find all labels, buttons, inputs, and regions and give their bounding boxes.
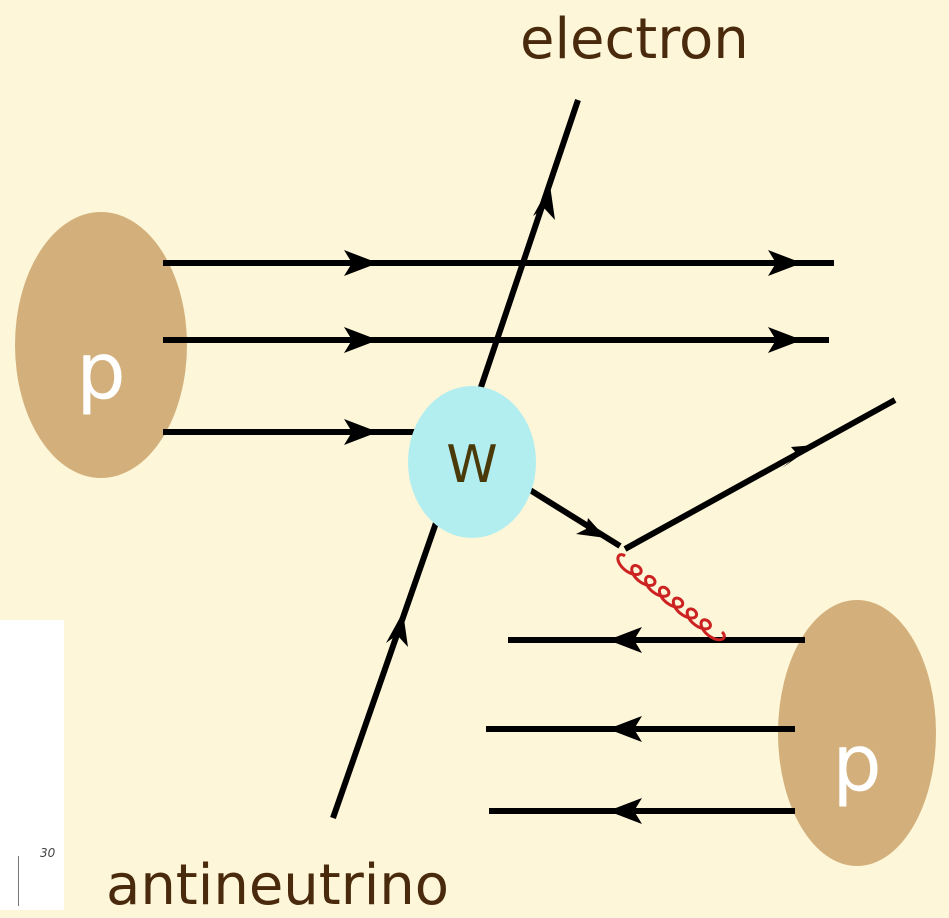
arrow-bottom-1: [608, 627, 642, 653]
arrow-top-1a: [344, 250, 378, 276]
outgoing-quark-line: [623, 397, 897, 552]
w-boson: [408, 386, 536, 538]
arrow-outgoing-quark: [782, 445, 815, 468]
electron-label: electron: [520, 7, 749, 72]
inset-tick-label: 30: [40, 846, 56, 860]
proton-bottom-label: p: [832, 719, 882, 809]
inset-panel: [0, 620, 64, 910]
arrow-antineutrino: [386, 612, 408, 647]
arrow-bottom-2: [608, 716, 642, 742]
proton-bottom: [778, 600, 936, 866]
arrowheads: [344, 185, 815, 824]
proton-top-label: p: [76, 327, 126, 417]
arrow-electron: [533, 185, 555, 220]
electron-line: [477, 99, 581, 391]
lepton-lines: [330, 99, 581, 819]
w-to-vertex-line: [528, 487, 622, 549]
arrow-top-2a: [344, 327, 378, 353]
arrow-top-1b: [768, 250, 802, 276]
arrow-top-2b: [768, 327, 802, 353]
arrow-top-3: [344, 419, 378, 445]
w-quark-lines: [528, 397, 897, 552]
gluon-line: [616, 553, 726, 642]
arrow-w-quark: [576, 518, 606, 538]
arrow-bottom-3: [608, 798, 642, 824]
antineutrino-label: antineutrino: [106, 853, 450, 918]
proton-top: [15, 212, 187, 478]
antineutrino-line: [330, 519, 440, 819]
inset-axis-tick: [18, 856, 19, 906]
w-boson-label: W: [446, 435, 497, 495]
bottom-quark-lines: [486, 637, 805, 814]
